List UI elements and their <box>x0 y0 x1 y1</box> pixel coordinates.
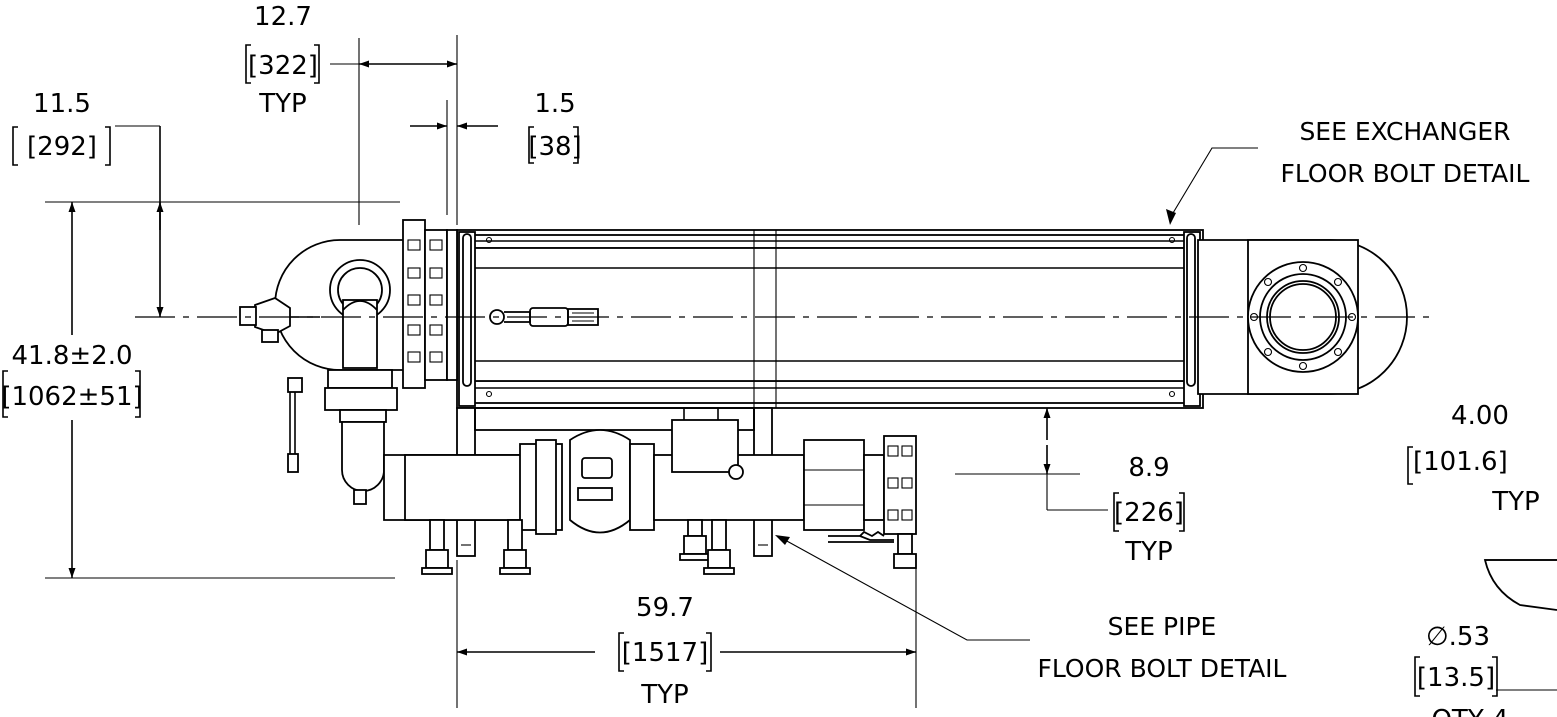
dim-41-8-value: 41.8±2.0 <box>11 341 132 371</box>
pipe-run <box>383 407 917 575</box>
pipe-callout-line2: FLOOR BOLT DETAIL <box>1038 654 1287 683</box>
dim-41-8-metric: [1062±51] <box>1 382 142 412</box>
exchanger-shell <box>473 247 1187 382</box>
dim-59-7-metric: [1517] <box>622 638 708 668</box>
dim-8-9-suffix: TYP <box>1124 537 1172 567</box>
exchanger-callout-line1: SEE EXCHANGER <box>1299 117 1510 146</box>
dim-hole-suffix: QTY 4 <box>1431 705 1508 717</box>
dim-4-00-value: 4.00 <box>1451 401 1509 431</box>
dim-59-7-group <box>456 555 917 708</box>
dim-12-7-suffix: TYP <box>258 89 306 119</box>
dim-8-9-group <box>955 408 1185 532</box>
callout-leaders <box>775 147 1258 641</box>
dim-11-5-metric: [292] <box>27 132 97 162</box>
floor-bolt-detail-partial <box>1407 446 1557 697</box>
dim-12-7-group <box>245 35 458 225</box>
dim-1-5-value: 1.5 <box>534 89 575 119</box>
dim-1-5-metric: [38] <box>528 132 581 162</box>
dim-4-00-suffix: TYP <box>1491 487 1539 517</box>
dim-8-9-value: 8.9 <box>1128 453 1169 483</box>
dim-59-7-suffix: TYP <box>640 680 688 710</box>
dim-12-7-value: 12.7 <box>254 2 312 32</box>
dim-hole-value: ∅.53 <box>1426 622 1490 652</box>
dim-hole-metric: [13.5] <box>1417 663 1495 693</box>
inlet-elbow <box>239 219 458 505</box>
pipe-callout-line1: SEE PIPE <box>1108 612 1217 641</box>
dim-41-8-group <box>2 201 400 579</box>
dim-1-5-group <box>410 100 579 225</box>
dim-11-5-value: 11.5 <box>33 89 91 119</box>
dim-11-5-group <box>12 125 164 317</box>
dim-12-7-metric: [322] <box>248 51 318 81</box>
dim-8-9-metric: [226] <box>1114 498 1184 528</box>
heat-exchanger-assembly <box>456 229 1204 409</box>
dim-59-7-value: 59.7 <box>636 593 694 623</box>
leveling-feet <box>421 519 917 575</box>
dim-4-00-metric: [101.6] <box>1413 447 1508 477</box>
exchanger-callout-line2: FLOOR BOLT DETAIL <box>1281 159 1530 188</box>
